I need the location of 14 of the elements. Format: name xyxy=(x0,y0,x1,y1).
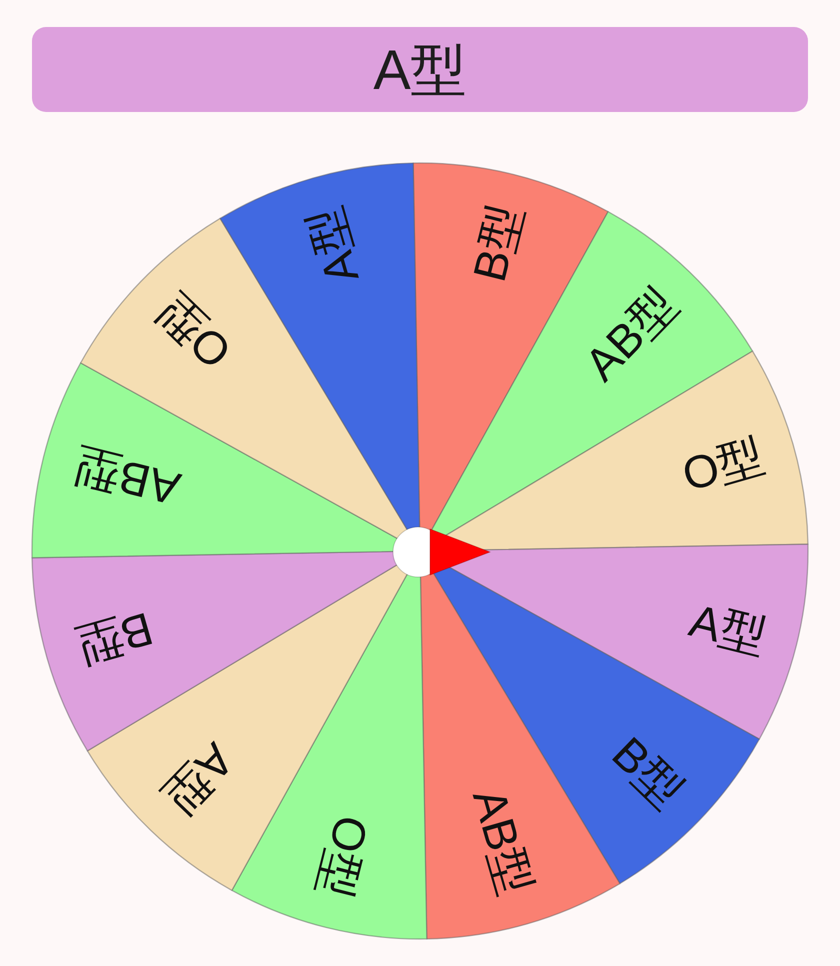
slice-label: B型 xyxy=(70,602,159,674)
slice-label: B型 xyxy=(462,199,532,286)
slice-label: AB型 xyxy=(574,277,686,391)
slice-label: A型 xyxy=(684,594,772,663)
slice-label: B型 xyxy=(602,726,694,818)
slice-label: AB型 xyxy=(463,782,543,901)
slice-label: A型 xyxy=(154,733,244,825)
result-banner xyxy=(32,27,808,112)
slice-label: O型 xyxy=(146,284,242,379)
result-text: A型 xyxy=(373,38,467,100)
slice-label: O型 xyxy=(676,428,770,501)
slice-label: A型 xyxy=(297,201,369,290)
slice-label: O型 xyxy=(308,810,378,903)
slice-label: AB型 xyxy=(68,439,186,516)
